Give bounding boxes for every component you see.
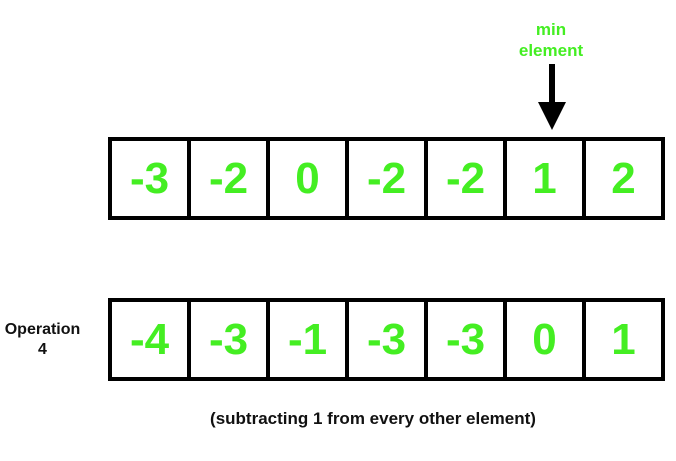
array-cell: -2 [191,141,266,216]
array-cell: 1 [586,302,661,377]
operation-label-line1: Operation [4,321,81,338]
array-cell: 0 [507,302,582,377]
array-cell: -3 [428,302,503,377]
array-cell: -3 [191,302,266,377]
array-cell: -2 [428,141,503,216]
array-cell: -3 [349,302,424,377]
array-after: -4 -3 -1 -3 -3 0 1 [108,298,665,381]
array-cell: -3 [112,141,187,216]
arrow-down-icon [538,64,566,130]
array-cell: -2 [349,141,424,216]
min-element-label: min element [500,19,602,61]
array-before: -3 -2 0 -2 -2 1 2 [108,137,665,220]
operation-number: 4 [38,341,47,358]
operation-caption: (subtracting 1 from every other element) [210,409,536,428]
array-cell: 2 [586,141,661,216]
min-label-line1: min [535,20,567,39]
array-cell: -4 [112,302,187,377]
array-cell: 0 [270,141,345,216]
array-cell-min: 1 [507,141,582,216]
operation-label: Operation 4 [0,320,85,360]
array-cell: -1 [270,302,345,377]
min-label-line2: element [518,41,584,60]
